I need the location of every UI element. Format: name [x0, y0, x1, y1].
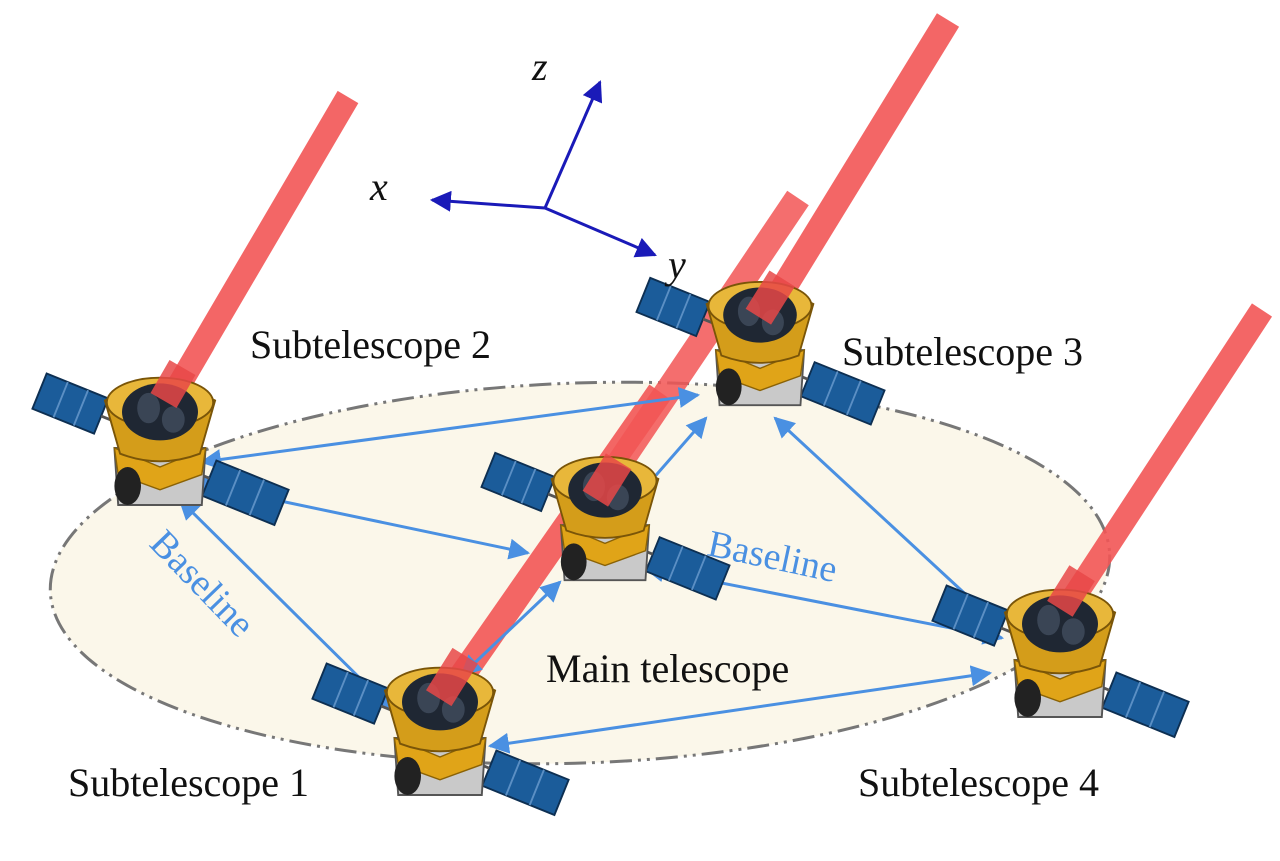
z-axis-label: z [531, 44, 548, 89]
subtelescope-2-label: Subtelescope 2 [250, 322, 491, 367]
link-sub2-sub1 [178, 498, 392, 710]
link-sub1-sub4 [487, 665, 993, 754]
link-sub1-main [460, 580, 562, 677]
subtelescope-3-label: Subtelescope 3 [842, 329, 1083, 374]
y-axis-arrow [544, 206, 657, 258]
beam-tips [150, 270, 1095, 707]
subtelescope-1-label: Subtelescope 1 [68, 760, 309, 805]
link-sub2-sub3 [199, 387, 701, 470]
beam-sub4 [1061, 303, 1273, 607]
z-axis-arrow [543, 80, 603, 209]
x-axis-arrow [429, 190, 546, 212]
beam-sub3 [758, 13, 960, 317]
coordinate-axes [429, 80, 657, 258]
subtelescope-4-label: Subtelescope 4 [858, 760, 1099, 805]
x-axis-label: x [369, 164, 388, 209]
beam-sub2 [164, 90, 359, 399]
y-axis-label: y [664, 242, 686, 287]
main-telescope-label: Main telescope [546, 646, 789, 691]
